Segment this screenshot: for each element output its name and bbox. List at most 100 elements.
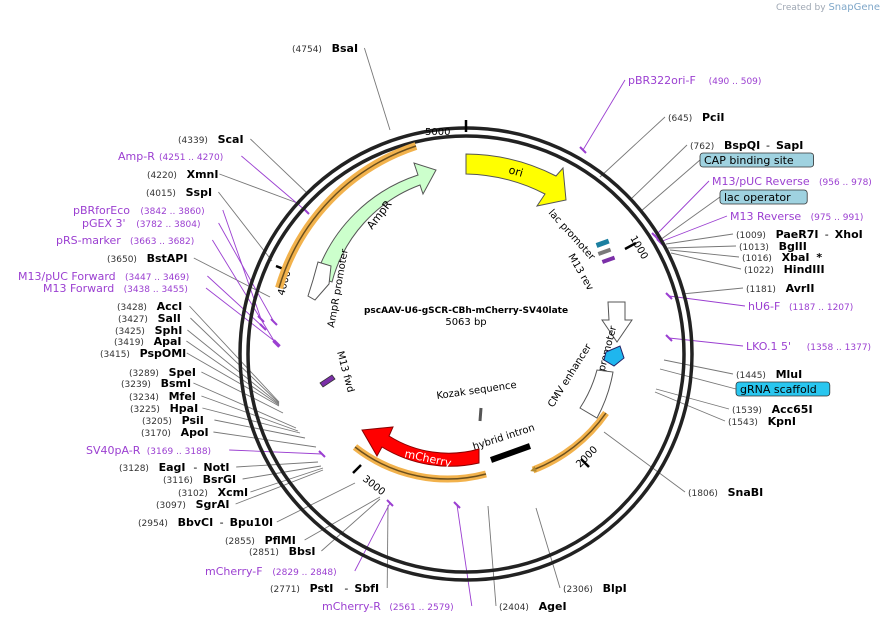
label-position: (762) <box>690 142 714 152</box>
site-label-pgex-3: pGEX 3'(3782 .. 3804) <box>82 217 200 230</box>
cap-site-mark <box>595 238 610 248</box>
label-position: (1543) <box>728 418 758 428</box>
site-label-bbsi: (2851)BbsI <box>249 545 316 558</box>
leader-line <box>487 505 497 607</box>
label-name: BstAPI <box>147 252 188 265</box>
label-name: PspOMI <box>140 347 187 360</box>
leader-line <box>189 305 280 403</box>
tick-2000 <box>580 458 590 468</box>
brand-logo-text: SnapGene <box>828 2 880 13</box>
label-name: ScaI <box>218 133 244 146</box>
leader-line <box>668 337 744 347</box>
label-name-2: SapI <box>776 139 803 152</box>
site-label-mlui: (1445)MluI <box>736 368 802 381</box>
site-label-amp-r: Amp-R(4251 .. 4270) <box>118 150 223 163</box>
label-position: (4220) <box>147 171 177 181</box>
site-label-spei: (3289)SpeI <box>129 366 196 379</box>
site-label-bsrgi: (3116)BsrGI <box>163 473 236 486</box>
site-label-lac-operator: lac operator <box>719 189 808 205</box>
label-name: KpnI <box>768 415 796 428</box>
leader-line <box>186 340 280 406</box>
site-label-cap-binding-site: CAP binding site <box>699 152 814 168</box>
primer-site-mark <box>665 334 673 342</box>
label-position: (3225) <box>130 405 160 415</box>
leader-lines <box>186 47 746 607</box>
site-label-apoi: (3170)ApoI <box>141 426 209 439</box>
site-label-sphi: (3425)SphI <box>115 324 182 337</box>
label-position: (2306) <box>563 585 593 595</box>
label-name: ApaI <box>154 335 182 348</box>
site-label-bsmi: (3239)BsmI <box>121 377 191 390</box>
brand-created-by: Created by <box>776 3 826 13</box>
leader-line <box>654 391 726 422</box>
primer-site-mark <box>386 499 394 507</box>
site-label-pbr322ori-f: pBR322ori-F(490 .. 509) <box>628 74 761 87</box>
label-position: (3650) <box>107 255 137 265</box>
ampr-promoter-arrow <box>307 261 332 301</box>
label-position: (1013) <box>739 243 769 253</box>
label-position: (975 .. 991) <box>811 213 864 223</box>
label-position: (4339) <box>178 136 208 146</box>
label-name: BlpI <box>603 582 627 595</box>
leader-line <box>668 295 746 307</box>
site-label-lko-1-5: LKO.1 5'(1358 .. 1377) <box>746 340 871 353</box>
site-label-m13-puc-reverse: M13/pUC Reverse(956 .. 978) <box>712 175 872 188</box>
label-name: LKO.1 5' <box>746 340 791 353</box>
map-length: 5063 bp <box>445 317 486 328</box>
label-name: SnaBI <box>728 486 764 499</box>
label-name: BglII <box>779 240 807 253</box>
label-position: (2954) <box>138 519 168 529</box>
label-position: (1016) <box>742 254 772 264</box>
site-label-bglii: (1013) BglII <box>739 240 807 253</box>
site-label-sali: (3427)SalI <box>118 312 181 325</box>
mcherry-highlight-line <box>354 446 487 480</box>
leader-line <box>639 159 701 213</box>
site-label-mfei: (3234)MfeI <box>129 390 196 403</box>
label-position: (3234) <box>129 393 159 403</box>
label-position: (645) <box>668 114 692 124</box>
label-name: pBRforEco <box>73 204 130 217</box>
leader-line <box>235 469 324 505</box>
m13-fwd-label: M13 fwd <box>334 350 356 394</box>
tick-1000 <box>624 241 637 251</box>
leader-line <box>599 116 666 178</box>
primer-site-mark <box>270 318 278 326</box>
site-label-acc65i: (1539)Acc65I <box>732 403 813 416</box>
label-position: (3170) <box>141 429 171 439</box>
mcherry-arrow <box>361 426 480 467</box>
site-label-m13-puc-forward: M13/pUC Forward(3447 .. 3469) <box>18 270 189 283</box>
leader-line <box>456 504 473 607</box>
leader-line <box>229 449 323 455</box>
label-box <box>699 152 814 168</box>
tick-label-5000: 5000 <box>425 127 450 138</box>
label-position: (1181) <box>746 285 776 295</box>
leader-line <box>354 502 391 572</box>
label-name: SpeI <box>169 366 196 379</box>
label-name: SgrAI <box>196 498 230 511</box>
ampr-highlight-line <box>278 145 417 289</box>
leader-line <box>250 138 308 194</box>
label-name: Amp-R <box>118 150 155 163</box>
label-position: (3169 .. 3188) <box>147 447 211 457</box>
label-position: (2851) <box>249 548 279 558</box>
lac-operator-mark <box>597 247 612 256</box>
site-label-bspqi: (762)BspQI-SapI <box>690 139 803 152</box>
site-label-pcii: (645)PciI <box>668 111 724 124</box>
kozak-label: Kozak sequence <box>436 380 517 402</box>
site-label-bstapi: (3650) BstAPI <box>107 252 187 265</box>
label-position: (1445) <box>736 371 766 381</box>
label-dash: - <box>766 139 770 152</box>
label-name: gRNA scaffold <box>740 383 817 396</box>
site-label-hpai: (3225)HpaI <box>130 402 198 415</box>
site-label-m13-forward: M13 Forward(3438 .. 3455) <box>43 282 188 295</box>
label-name: SspI <box>186 186 212 199</box>
label-position: (1009) <box>736 231 766 241</box>
site-label-avrii: (1181)AvrII <box>746 282 815 295</box>
label-name-2: SbfI <box>354 582 379 595</box>
leader-line <box>241 155 307 212</box>
leader-line <box>654 180 710 237</box>
label-mark: * <box>816 251 822 264</box>
site-label-xmni: (4220)XmnI <box>147 168 218 181</box>
